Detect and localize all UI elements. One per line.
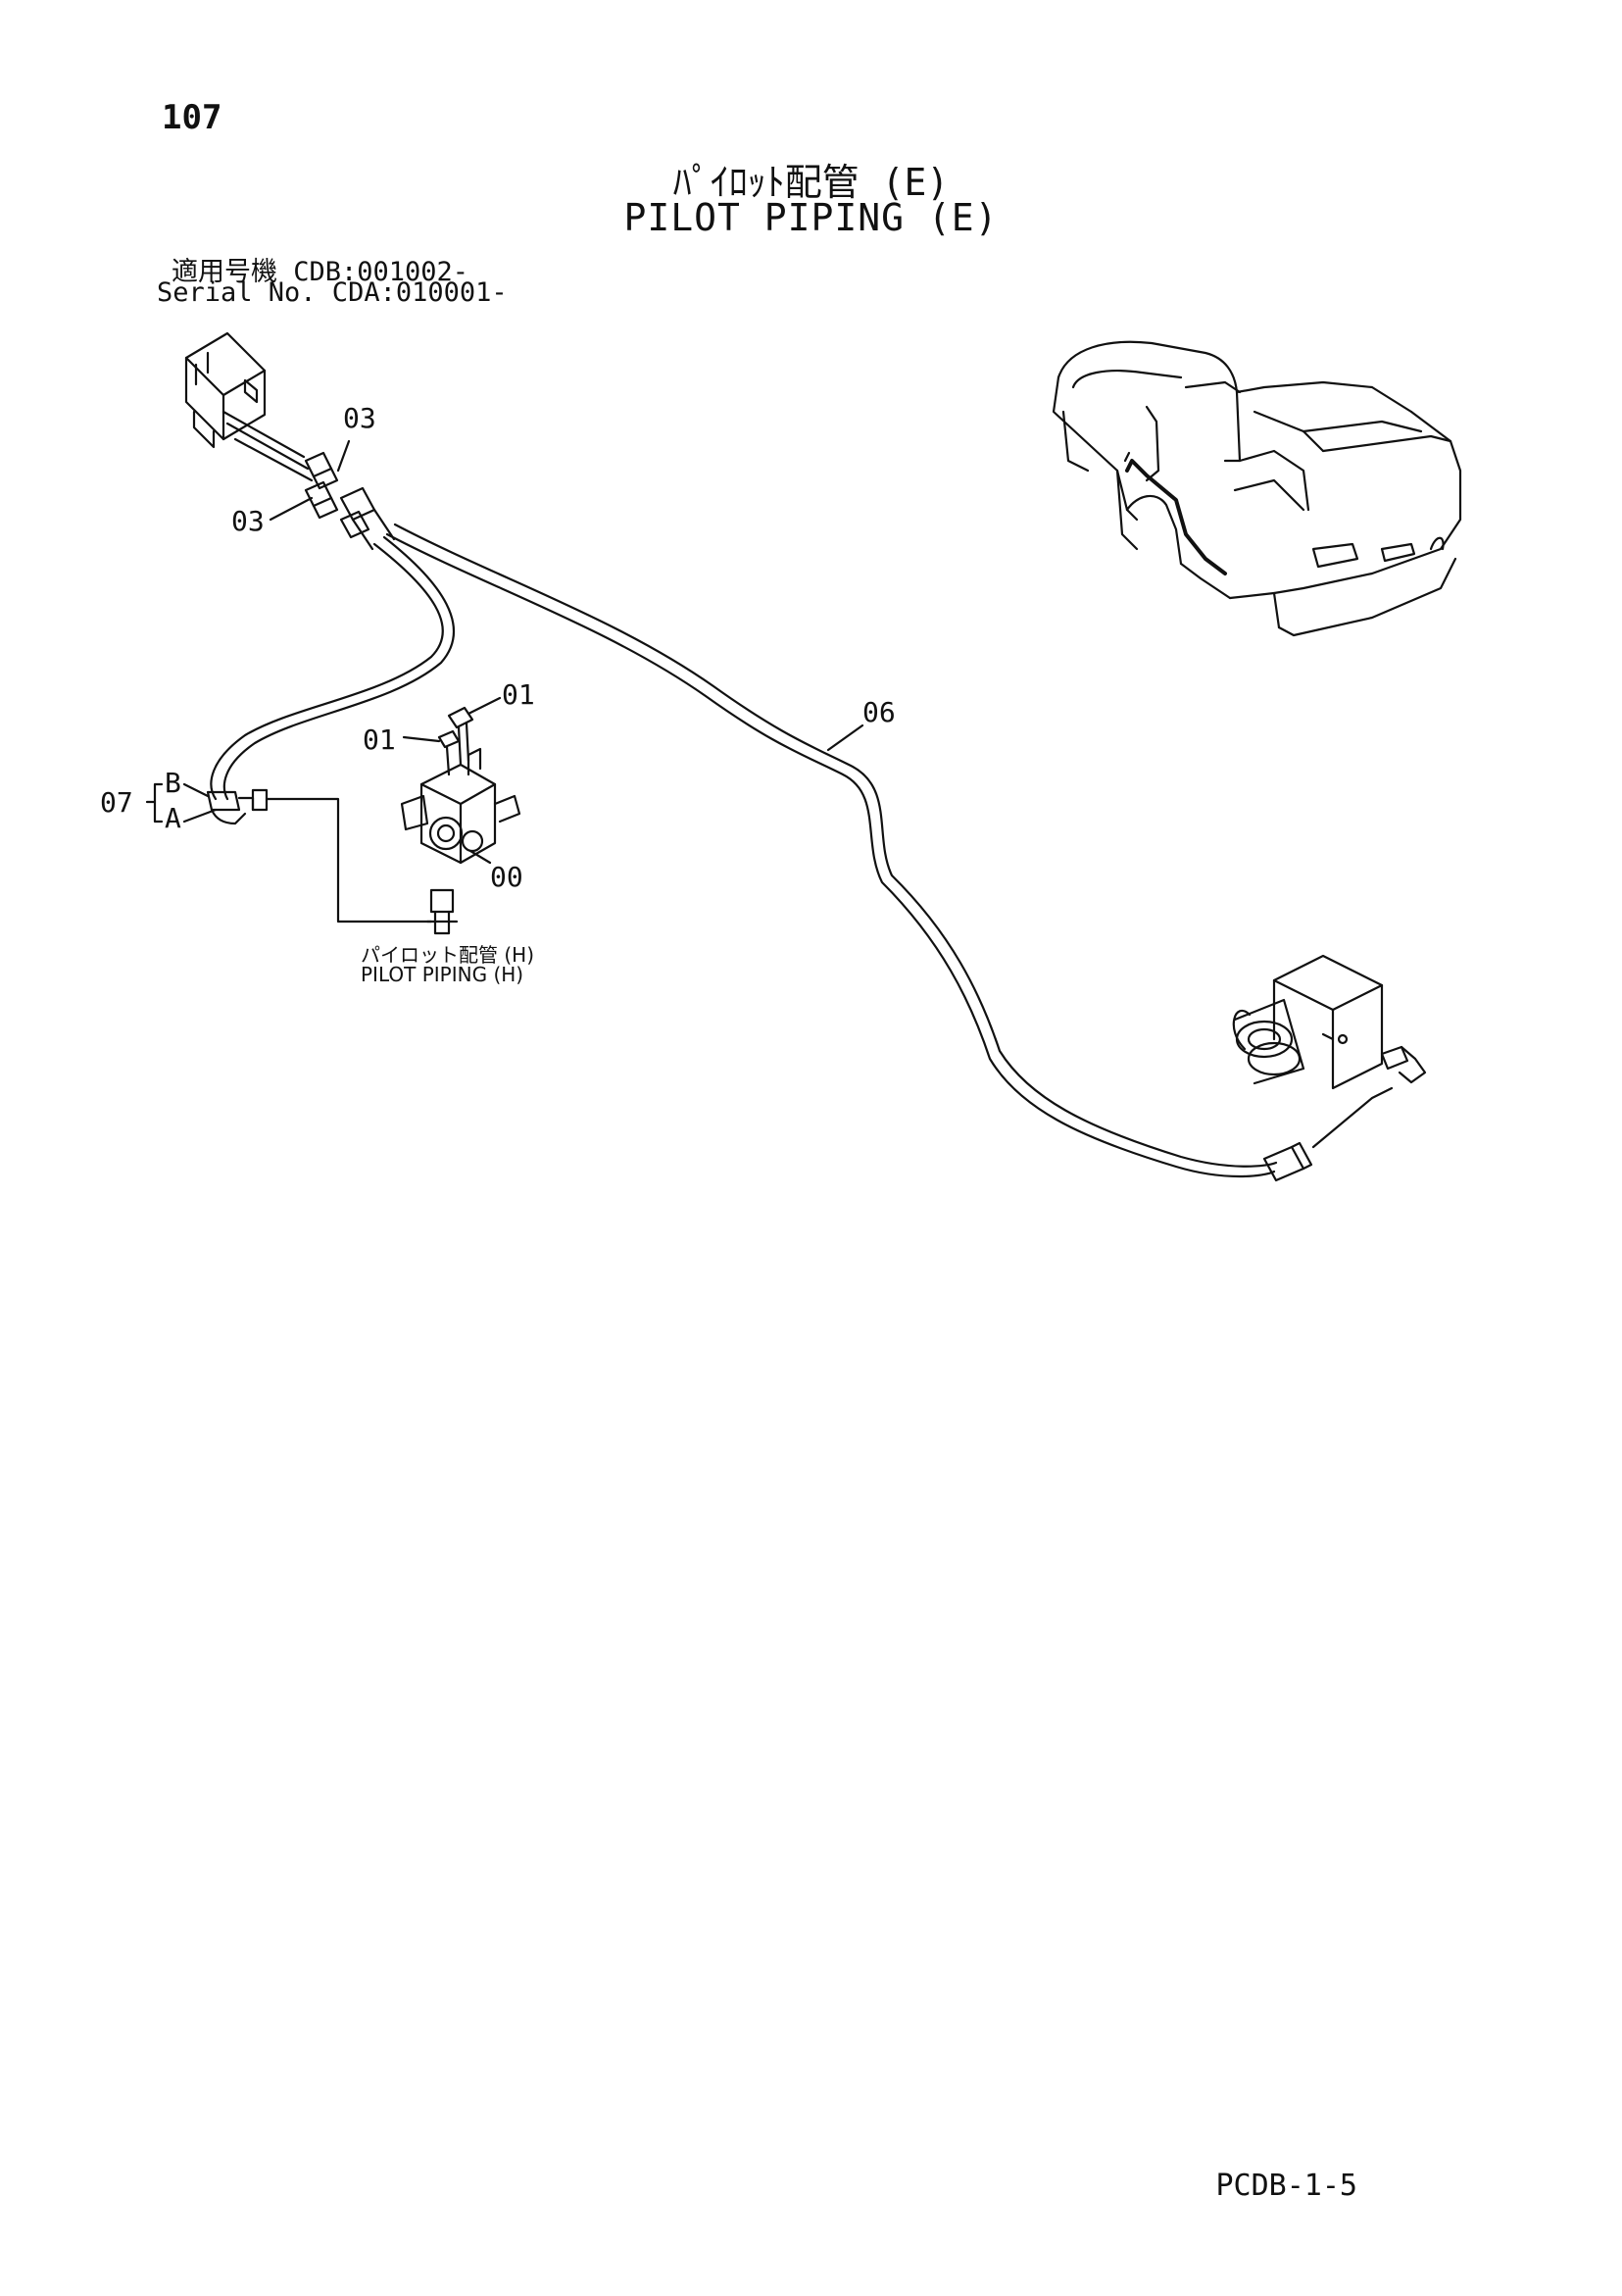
tee-fitting <box>425 888 459 935</box>
fitting-03-upper <box>304 451 339 490</box>
leader-line-pilot-reference <box>265 797 433 923</box>
port-label-b: B <box>165 767 181 799</box>
bracket-07 <box>145 782 218 824</box>
pilot-valve-block-right <box>1232 954 1384 1090</box>
hose-06 <box>385 523 1278 1178</box>
applicability-line-serial: Serial No. CDA:010001- <box>157 277 508 308</box>
bolt-01-right <box>447 706 474 767</box>
page-title-japanese: ﾊﾟｲﾛｯﾄ配管 (E) <box>672 161 950 204</box>
callout-06: 06 <box>862 696 896 728</box>
hose-end-right <box>1262 1141 1313 1182</box>
leader-line-06 <box>826 724 864 752</box>
hose-07 <box>210 535 456 801</box>
elbow-fitting-right <box>1311 1045 1427 1149</box>
bolt-01-left <box>437 729 461 776</box>
hose-end-upper <box>339 486 396 551</box>
reference-pilot-piping-h-jp: パイロット配管 (H) <box>361 943 535 967</box>
footer-code: PCDB-1-5 <box>1215 2169 1358 2203</box>
page-title-english: PILOT PIPING (E) <box>623 196 999 239</box>
machine-overview <box>1052 340 1462 637</box>
fitting-03-lower <box>304 480 339 520</box>
leader-line-01-left <box>402 735 441 743</box>
leader-line-01-right <box>467 696 502 716</box>
leader-line-00 <box>468 849 492 865</box>
applicability-line-japanese: 適用号機 CDB:001002- <box>172 257 469 287</box>
callout-03-upper: 03 <box>343 402 376 434</box>
port-elbow <box>206 788 269 825</box>
port-label-a: A <box>165 802 181 834</box>
callout-07: 07 <box>100 786 133 819</box>
callout-03-lower: 03 <box>231 505 265 537</box>
callout-01-left: 01 <box>363 724 396 756</box>
leader-line-03-lower <box>269 496 314 522</box>
callout-01-right: 01 <box>502 678 535 711</box>
solenoid-valve-block <box>184 331 314 482</box>
page-number: 107 <box>162 98 222 137</box>
reference-pilot-piping-h-en: PILOT PIPING (H) <box>361 963 524 986</box>
leader-line-03-upper <box>336 439 351 473</box>
hose-end-lower <box>339 510 370 539</box>
pilot-valve-00 <box>400 747 521 865</box>
callout-00: 00 <box>490 861 523 893</box>
